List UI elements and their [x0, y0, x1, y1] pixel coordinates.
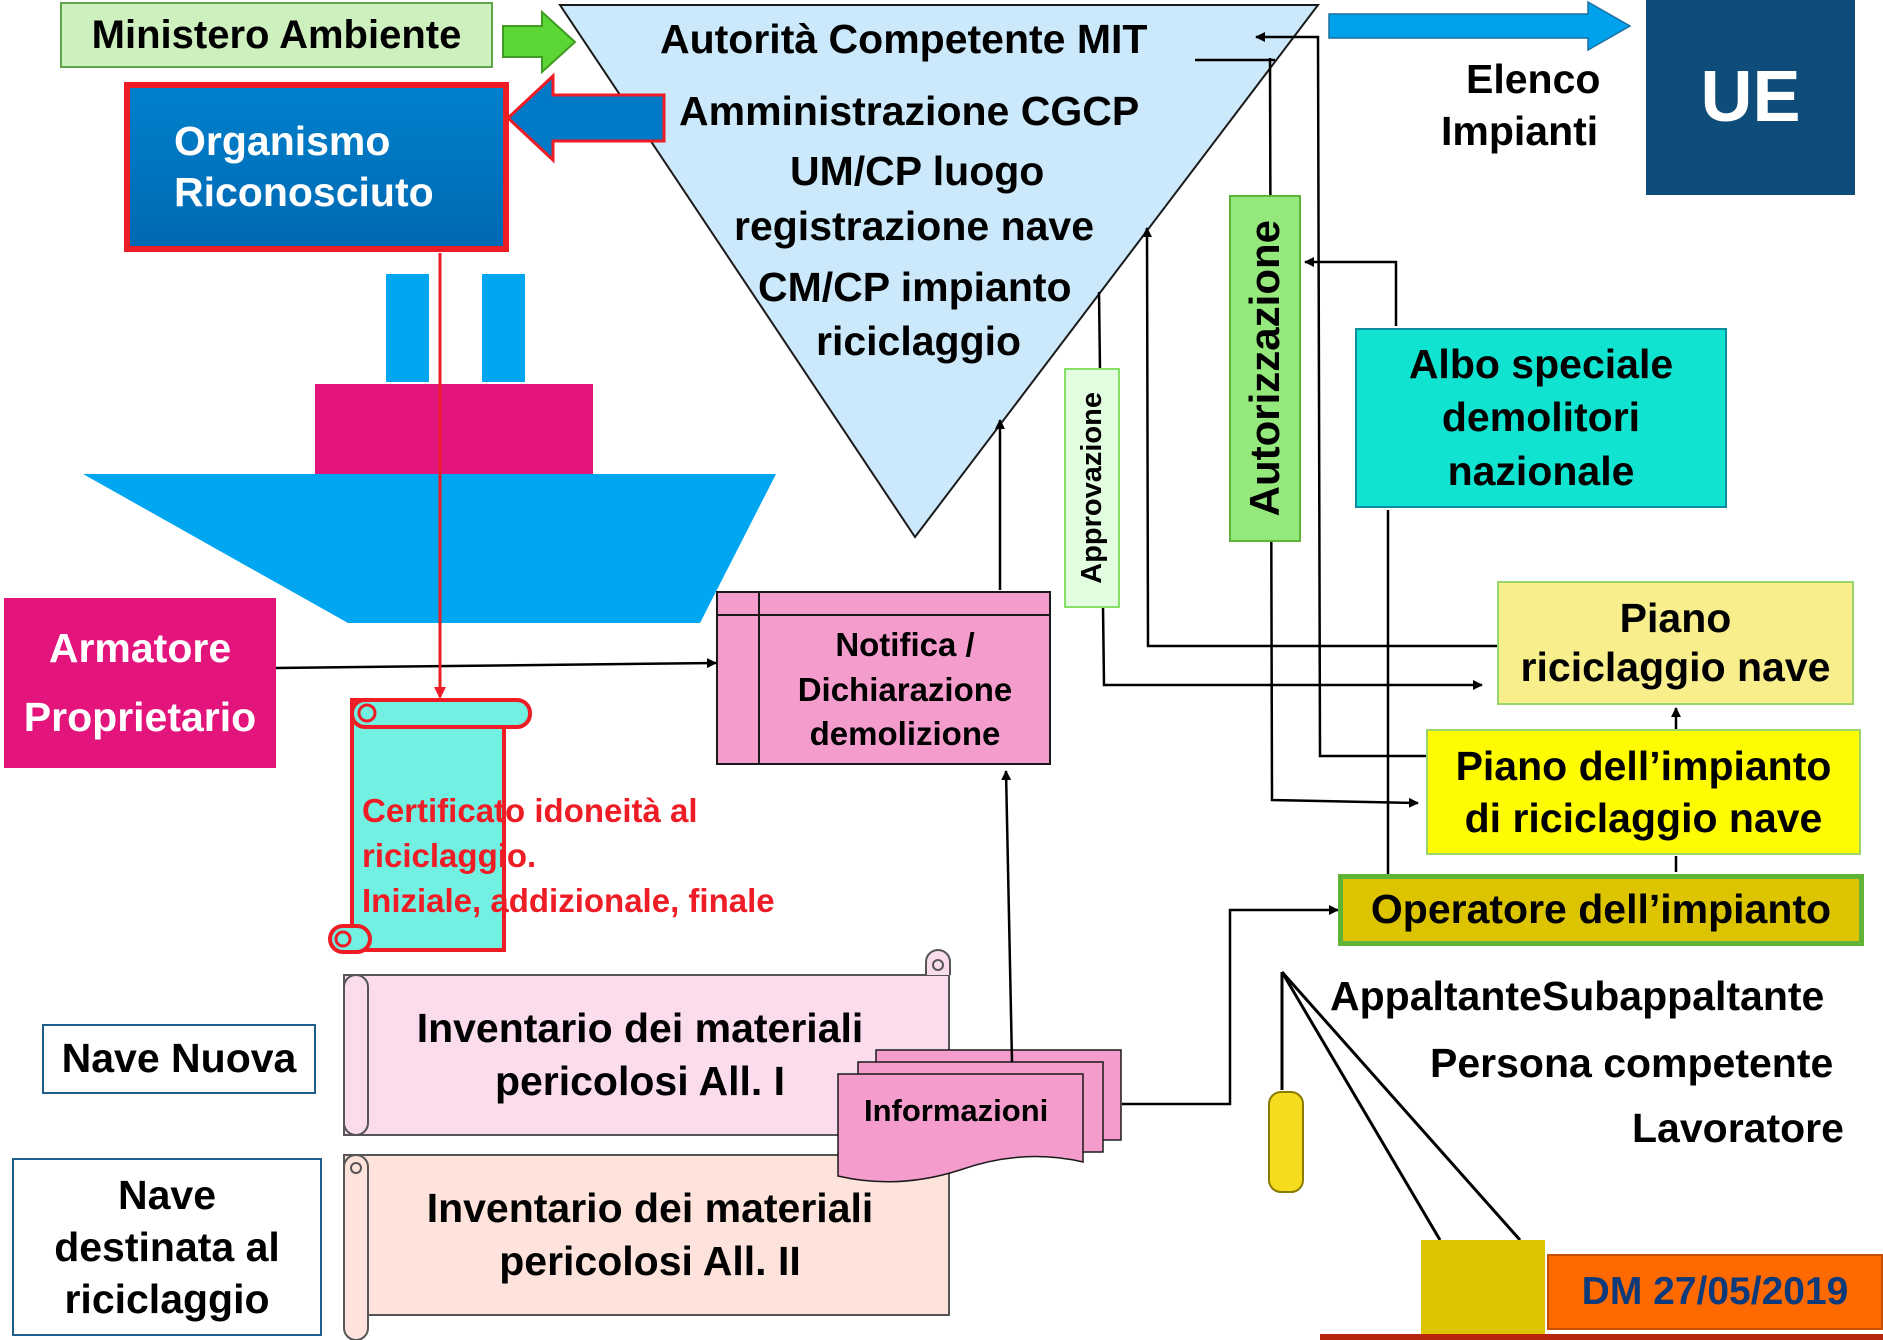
information-label: Informazioni — [864, 1093, 1049, 1128]
registry-label-1: Albo speciale — [1408, 341, 1674, 388]
ship-plan-label-2: riciclaggio nave — [1520, 644, 1831, 690]
inventory-2-scroll — [343, 1154, 950, 1340]
cmcp-label-2: riciclaggio — [816, 318, 1022, 364]
operator-label: Operatore dell’impianto — [1370, 886, 1832, 933]
owner-label-2: Proprietario — [23, 694, 257, 740]
registry-label-2: demolitori — [1441, 394, 1641, 441]
notification-box: Notifica / Dichiarazione demolizione — [760, 616, 1050, 764]
org-arrow — [505, 72, 666, 164]
ship-icon — [83, 274, 776, 623]
facility-list-label-1: Elenco — [1466, 56, 1601, 102]
recognized-org-box: Organismo Riconosciuto — [124, 82, 509, 252]
worker-label: Lavoratore — [1632, 1105, 1844, 1151]
mit-label: Autorità Competente MIT — [660, 16, 1148, 62]
recycle-ship-label-3: riciclaggio — [64, 1276, 270, 1323]
approval-box: Approvazione — [1064, 368, 1120, 608]
notification-frame — [716, 591, 1051, 765]
certificate-scroll-shape — [328, 698, 532, 954]
inventory-2-label-2: pericolosi All. II — [499, 1238, 801, 1284]
approval-label: Approvazione — [1075, 392, 1108, 584]
facility-plan-box: Piano dell’impianto di riciclaggio nave — [1426, 729, 1861, 855]
certificate-label-2: riciclaggio. — [362, 836, 537, 874]
facility-plan-label-1: Piano dell’impianto — [1455, 742, 1832, 789]
umcp-label-1: UM/CP luogo — [790, 148, 1045, 194]
authorization-box: Autorizzazione — [1229, 195, 1301, 542]
inventory-2-label-1: Inventario dei materiali — [426, 1184, 874, 1231]
ministry-label: Ministero Ambiente — [91, 13, 462, 57]
cgcp-label: Amministrazione CGCP — [679, 88, 1140, 134]
facility-plan-label-2: di riciclaggio nave — [1464, 795, 1823, 841]
ue-arrow — [1328, 0, 1632, 52]
notification-label-2: Dichiarazione — [797, 670, 1013, 708]
inventory-1-label-2: pericolosi All. I — [494, 1058, 786, 1104]
ministry-box: Ministero Ambiente — [60, 2, 493, 68]
decree-box: DM 27/05/2019 — [1547, 1254, 1883, 1330]
recognized-org-label-2: Riconosciuto — [174, 169, 434, 215]
recycle-ship-label-1: Nave — [117, 1171, 216, 1218]
new-ship-label: Nave Nuova — [61, 1035, 297, 1082]
operator-box: Operatore dell’impianto — [1338, 874, 1864, 946]
authority-triangle — [558, 4, 1321, 539]
owner-box: Armatore Proprietario — [4, 598, 276, 768]
inventory-1-label-1: Inventario dei materiali — [416, 1004, 864, 1051]
recognized-org-label-1: Organismo — [174, 117, 391, 164]
ue-box: UE — [1646, 0, 1855, 195]
certificate-text: Certificato idoneità al riciclaggio. Ini… — [362, 789, 775, 924]
notification-label-1: Notifica / — [835, 625, 975, 663]
ship-plan-box: Piano riciclaggio nave — [1497, 581, 1854, 705]
recycle-ship-box: Nave destinata al riciclaggio — [12, 1158, 322, 1336]
cmcp-label-1: CM/CP impianto — [758, 264, 1072, 310]
umcp-label-2: registrazione nave — [734, 203, 1095, 249]
registry-box: Albo speciale demolitori nazionale — [1355, 328, 1727, 508]
new-ship-box: Nave Nuova — [42, 1024, 316, 1094]
contractors-label: AppaltanteSubappaltante — [1330, 973, 1825, 1019]
information-documents — [837, 1049, 1122, 1183]
certificate-label-1: Certificato idoneità al — [362, 792, 698, 829]
inventory-1-text: Inventario dei materiali pericolosi All.… — [375, 1000, 905, 1110]
facility-list-label-2: Impianti — [1441, 108, 1599, 154]
notification-label-3: demolizione — [809, 715, 1001, 753]
ship-plan-label-1: Piano — [1619, 594, 1732, 641]
competent-person-label: Persona competente — [1430, 1040, 1834, 1086]
authorization-label: Autorizzazione — [1241, 220, 1288, 517]
crane-icon — [1268, 971, 1883, 1340]
inventory-1-scroll — [343, 949, 951, 1136]
certificate-label-3: Iniziale, addizionale, finale — [362, 881, 775, 919]
ministry-arrow — [502, 9, 577, 75]
ue-label: UE — [1700, 57, 1801, 138]
inventory-2-text: Inventario dei materiali pericolosi All.… — [375, 1180, 925, 1290]
owner-label-1: Armatore — [48, 624, 232, 671]
decree-label: DM 27/05/2019 — [1581, 1269, 1849, 1313]
registry-label-3: nazionale — [1447, 447, 1635, 494]
recycle-ship-label-2: destinata al — [54, 1223, 280, 1270]
